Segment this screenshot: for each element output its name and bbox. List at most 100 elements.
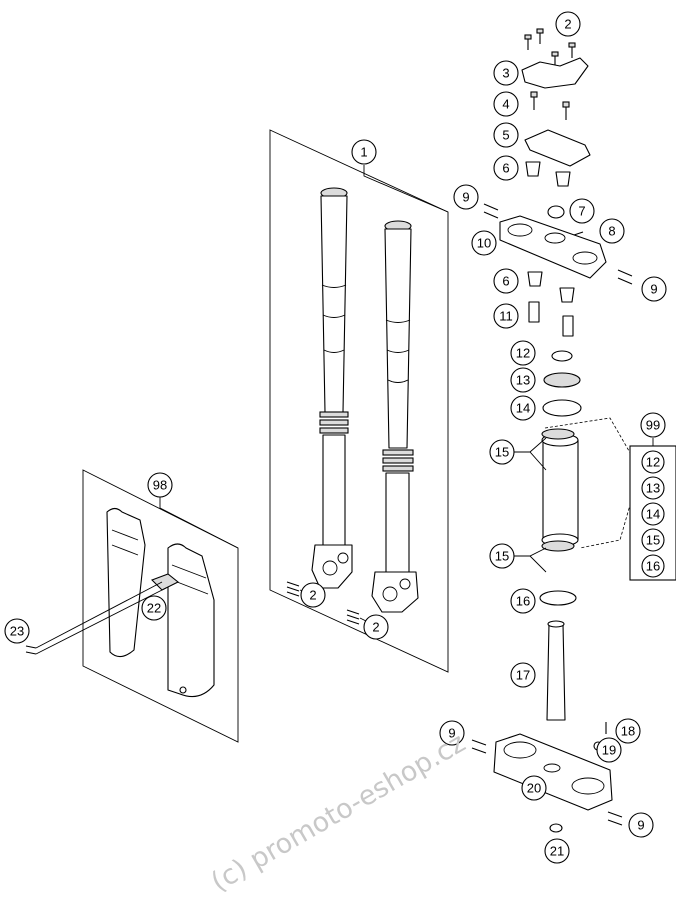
triple-clamp-screws-lower	[471, 739, 623, 826]
svg-text:15: 15	[495, 549, 509, 564]
callout-10: 10	[471, 230, 497, 256]
callout-21: 21	[544, 838, 570, 864]
callout-98: 98	[147, 472, 173, 498]
svg-text:11: 11	[499, 309, 513, 324]
guard-screws	[25, 581, 167, 655]
svg-text:9: 9	[448, 726, 455, 741]
rubber-bushings-lower	[527, 271, 575, 303]
svg-text:13: 13	[646, 481, 660, 496]
svg-text:2: 2	[372, 620, 379, 635]
kit-item: 15	[641, 528, 665, 552]
svg-text:9: 9	[462, 190, 469, 205]
callout-7: 7	[569, 198, 595, 224]
svg-text:3: 3	[502, 66, 509, 81]
callout-12: 12	[510, 340, 536, 366]
callout-13: 13	[510, 367, 536, 393]
kit-item: 13	[641, 476, 665, 500]
fork-leg-right	[371, 220, 419, 613]
svg-text:1: 1	[360, 145, 367, 160]
svg-text:16: 16	[516, 594, 530, 609]
callout-9-upper-left: 9	[453, 184, 479, 210]
handlebar-clamp-upper	[521, 57, 589, 89]
svg-text:16: 16	[646, 559, 660, 574]
svg-text:19: 19	[602, 743, 616, 758]
rubber-bushings-upper	[525, 161, 571, 187]
callout-9-lower-left: 9	[439, 720, 465, 746]
handlebar-clamp-lower	[524, 129, 591, 167]
callout-6-upper: 6	[493, 155, 519, 181]
dust-seal-ring	[551, 350, 573, 362]
callout-9-lower-right: 9	[628, 812, 654, 838]
stem-nut	[549, 823, 563, 833]
callout-6-lower: 6	[493, 268, 519, 294]
callout-1: 1	[351, 139, 377, 165]
svg-text:15: 15	[646, 533, 660, 548]
callout-4: 4	[493, 91, 519, 117]
callout-11: 11	[493, 303, 519, 329]
svg-text:21: 21	[550, 844, 564, 859]
upper-triple-clamp	[499, 215, 607, 279]
svg-text:98: 98	[153, 478, 167, 493]
guard-bracket	[151, 573, 180, 591]
callout-2-top: 2	[555, 11, 581, 37]
kit-item: 12	[641, 450, 665, 474]
handlebar-clamp-screws	[524, 28, 576, 67]
bearing-cover	[543, 372, 581, 388]
callout-17: 17	[510, 662, 536, 688]
bearing-lower	[539, 590, 577, 606]
svg-text:12: 12	[516, 346, 530, 361]
steering-stem	[546, 620, 566, 721]
fork-leg-left	[311, 187, 353, 589]
fork-guard-right	[167, 543, 215, 698]
bearing-races	[541, 428, 575, 552]
svg-text:9: 9	[637, 818, 644, 833]
kit-99-contents: 12 13 14 15 16	[629, 445, 676, 581]
callout-9-upper-right: 9	[641, 276, 667, 302]
callout-23: 23	[4, 618, 30, 644]
bushing-sleeves	[528, 301, 574, 337]
callout-15-lower: 15	[489, 543, 515, 569]
callout-99: 99	[640, 412, 666, 438]
svg-text:5: 5	[502, 128, 509, 143]
kit-item: 16	[641, 554, 665, 578]
svg-text:14: 14	[516, 401, 530, 416]
svg-text:18: 18	[621, 724, 635, 739]
callout-3: 3	[493, 60, 519, 86]
svg-text:12: 12	[646, 455, 660, 470]
svg-text:2: 2	[309, 588, 316, 603]
bearing-upper	[542, 399, 582, 417]
callout-18: 18	[615, 718, 641, 744]
svg-text:22: 22	[147, 601, 161, 616]
lower-triple-clamp	[493, 733, 613, 811]
callout-22: 22	[141, 595, 167, 621]
triple-clamp-screws-upper	[483, 203, 633, 285]
steering-nut	[547, 205, 565, 219]
svg-text:99: 99	[646, 418, 660, 433]
callout-14: 14	[510, 395, 536, 421]
svg-text:7: 7	[578, 204, 585, 219]
callout-2-fork-upper: 2	[300, 582, 326, 608]
svg-text:10: 10	[477, 236, 491, 251]
callout-16: 16	[510, 588, 536, 614]
callout-19: 19	[596, 737, 622, 763]
svg-text:17: 17	[516, 668, 530, 683]
fork-assembly-frame	[269, 129, 449, 673]
svg-text:8: 8	[608, 224, 615, 239]
svg-text:14: 14	[646, 507, 660, 522]
svg-text:6: 6	[502, 274, 509, 289]
kit-item: 14	[641, 502, 665, 526]
svg-text:15: 15	[495, 445, 509, 460]
svg-text:9: 9	[650, 282, 657, 297]
svg-text:6: 6	[502, 161, 509, 176]
callout-15-upper: 15	[489, 439, 515, 465]
svg-text:4: 4	[502, 97, 509, 112]
svg-text:13: 13	[516, 373, 530, 388]
callout-20: 20	[521, 775, 547, 801]
svg-text:23: 23	[10, 624, 24, 639]
handlebar-bolts	[530, 91, 570, 120]
watermark-text: (c) promoto-eshop.cz	[206, 727, 471, 898]
fork-guard-left	[106, 507, 146, 658]
svg-text:20: 20	[527, 781, 541, 796]
callout-5: 5	[493, 122, 519, 148]
